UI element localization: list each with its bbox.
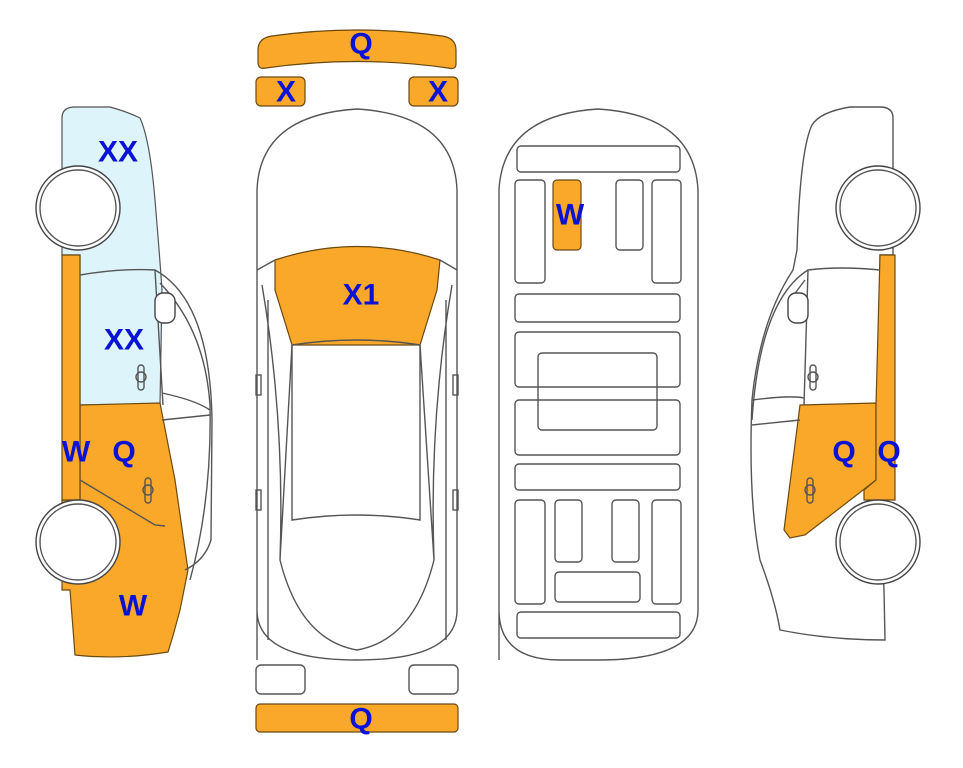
left-rear-door-part[interactable] xyxy=(61,402,189,658)
left-rear-fender-label: W xyxy=(119,590,148,623)
front-light-right-label: X xyxy=(428,76,448,109)
roof-panel-label: W xyxy=(556,199,585,232)
left-sill-label: W xyxy=(62,436,91,469)
right-sill-part[interactable] xyxy=(863,254,896,501)
front-light-right-part[interactable] xyxy=(408,76,459,107)
left-rear-door-label: Q xyxy=(112,436,135,469)
front-light-left-part[interactable] xyxy=(255,76,306,107)
rear-light-right[interactable] xyxy=(408,664,459,695)
left-rear-window-label: XX xyxy=(104,324,144,357)
left-side-view xyxy=(35,106,213,658)
rear-bumper-label: Q xyxy=(349,703,372,736)
hood-label: X1 xyxy=(343,279,380,312)
front-light-left-label: X xyxy=(276,76,296,109)
rear-light-left[interactable] xyxy=(255,664,306,695)
roof-panel-part[interactable] xyxy=(552,179,582,251)
top-view-car: X1 xyxy=(255,108,459,661)
hood-part[interactable] xyxy=(274,245,441,346)
left-rear-glass-label: XX xyxy=(98,136,138,169)
right-side-view xyxy=(750,106,921,641)
right-sill-label: Q xyxy=(877,436,900,469)
front-bumper-label: Q xyxy=(349,28,372,61)
rear-bumper-part[interactable] xyxy=(255,703,459,733)
right-door-label: Q xyxy=(832,436,855,469)
front-bumper-part[interactable] xyxy=(257,29,457,70)
floor-view xyxy=(498,108,699,661)
